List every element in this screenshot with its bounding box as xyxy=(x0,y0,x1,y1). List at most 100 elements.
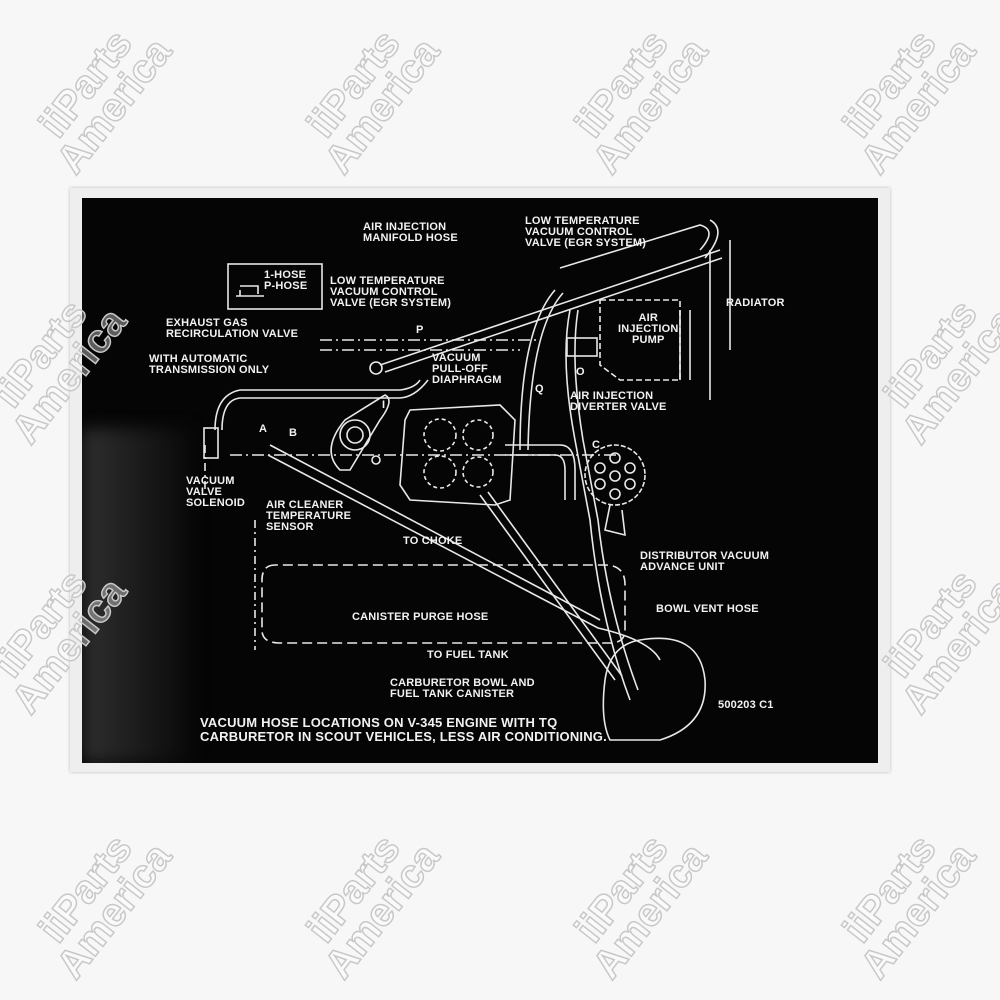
label-bowl-vent-hose: BOWL VENT HOSE xyxy=(656,603,759,615)
hose-key-icon xyxy=(236,285,264,297)
watermark-line: iiParts xyxy=(566,826,677,951)
label-line: TRANSMISSION ONLY xyxy=(149,364,270,376)
label-canister-purge-hose: CANISTER PURGE HOSE xyxy=(352,611,489,623)
distributor xyxy=(584,444,646,506)
watermark-line: America xyxy=(47,835,181,988)
air-injection-pump xyxy=(599,299,681,381)
advance-unit xyxy=(604,504,626,537)
label-line: AIR INJECTION xyxy=(570,390,654,402)
label-line: PUMP xyxy=(631,334,665,346)
watermark-line: America xyxy=(315,30,449,183)
low-temp-valve xyxy=(369,361,383,375)
hose-letter-b: B xyxy=(289,427,298,439)
engine-block xyxy=(261,564,626,644)
hose-letter-c: C xyxy=(592,439,601,451)
label-line: PULL-OFF xyxy=(432,363,488,375)
vacuum-valve-solenoid xyxy=(203,427,219,459)
watermark-line: America xyxy=(851,30,985,183)
label-line: 1-HOSE xyxy=(264,269,307,281)
watermark-line: America xyxy=(315,835,449,988)
label-line: CARBURETOR BOWL AND xyxy=(390,677,535,689)
hose-letter-p: P xyxy=(416,324,424,336)
watermark-line: America xyxy=(892,300,1000,453)
canister-shape xyxy=(602,637,706,741)
watermark-line: iiParts xyxy=(566,21,677,146)
label-line: INJECTION xyxy=(618,323,679,335)
hose-o xyxy=(565,309,639,701)
hose-letter-o: O xyxy=(576,366,585,378)
hose-q xyxy=(519,289,564,451)
label-line: AIR CLEANER xyxy=(266,499,344,511)
label-line: TEMPERATURE xyxy=(266,510,352,522)
watermark-line: America xyxy=(851,835,985,988)
vacuum-hose-a xyxy=(214,389,400,431)
label-line: DISTRIBUTOR VACUUM xyxy=(640,550,770,562)
caption-line: CARBURETOR IN SCOUT VEHICLES, LESS AIR C… xyxy=(200,729,607,744)
label-line: DIAPHRAGM xyxy=(432,374,502,386)
label-line: SENSOR xyxy=(266,521,314,533)
label-line: DIVERTER VALVE xyxy=(570,401,667,413)
label-line: RECIRCULATION VALVE xyxy=(166,328,299,340)
label-line: WITH AUTOMATIC xyxy=(149,353,248,365)
watermark-line: iiParts xyxy=(30,21,141,146)
label-line: P-HOSE xyxy=(264,280,308,292)
hose-letter-i: I xyxy=(382,399,386,411)
radiator-lines xyxy=(679,240,731,400)
glare xyxy=(82,428,192,763)
canister-purge-hose xyxy=(267,444,661,661)
centerline xyxy=(204,445,256,650)
label-line: VALVE (EGR SYSTEM) xyxy=(525,237,647,249)
label-line: MANIFOLD HOSE xyxy=(363,232,458,244)
label-line: VACUUM xyxy=(432,352,481,364)
decal-caption: VACUUM HOSE LOCATIONS ON V-345 ENGINE WI… xyxy=(200,716,607,744)
carburetor xyxy=(399,404,516,506)
hose-letter-a: A xyxy=(259,423,268,435)
watermark-line: America xyxy=(892,570,1000,723)
distributor-terminals xyxy=(594,452,636,500)
label-line: VALVE (EGR SYSTEM) xyxy=(330,297,452,309)
label-line: AIR INJECTION xyxy=(363,221,447,233)
watermark-line: iiParts xyxy=(834,826,945,951)
part-number: 500203 C1 xyxy=(718,699,774,711)
label-line: SOLENOID xyxy=(186,497,246,509)
label-line: EXHAUST GAS xyxy=(166,317,248,329)
label-line: VACUUM CONTROL xyxy=(525,226,633,238)
air-cleaner-sensor xyxy=(371,455,381,465)
manifold-hose xyxy=(379,249,723,373)
engine-diagram xyxy=(203,219,731,741)
label-to-choke: TO CHOKE xyxy=(403,535,463,547)
label-line: LOW TEMPERATURE xyxy=(525,215,640,227)
watermark-line: iiParts xyxy=(298,826,409,951)
hose-letter-q: Q xyxy=(535,383,544,395)
egr-valve xyxy=(339,419,371,451)
carburetor-barrels xyxy=(423,418,494,489)
label-line: FUEL TANK CANISTER xyxy=(390,688,515,700)
watermark-line: America xyxy=(47,30,181,183)
label-line: AIR xyxy=(638,312,659,324)
bowl-vent-hose xyxy=(479,491,623,681)
watermark-line: America xyxy=(583,835,717,988)
label-radiator: RADIATOR xyxy=(726,297,785,309)
watermark-line: iiParts xyxy=(298,21,409,146)
label-line: LOW TEMPERATURE xyxy=(330,275,445,287)
hose-key-box xyxy=(227,263,323,310)
label-line: VACUUM xyxy=(186,475,235,487)
